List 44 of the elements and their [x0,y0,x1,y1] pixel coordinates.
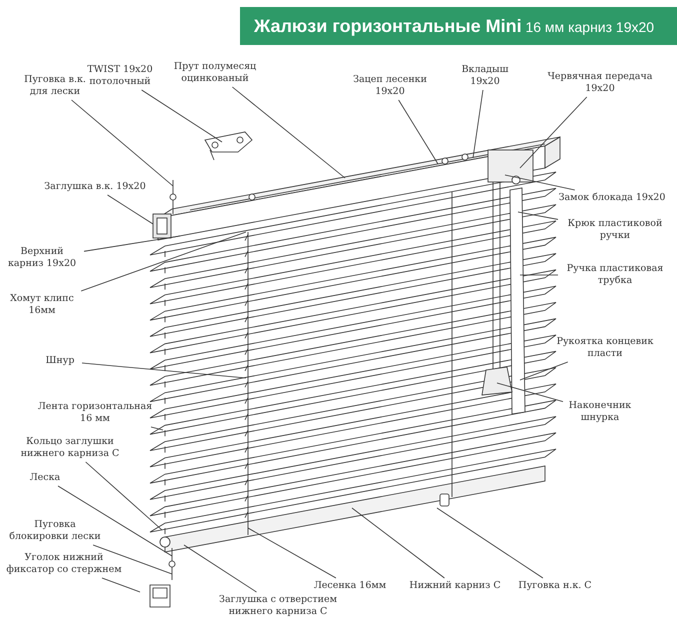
part-label: Леска [25,472,65,484]
part-label: Наконечник шнурка [565,400,635,424]
part-label: Крюк пластиковой ручки [560,218,670,242]
part-label: Замок блокада 19x20 [557,192,667,204]
leader-line [232,86,346,178]
part-label: Рукоятка концевик пласти [550,336,660,360]
part-label: Червячная передача 19x20 [540,71,660,95]
leader-line [520,96,588,168]
part-label: Лесенка 16мм [310,580,390,592]
leader-line [107,194,154,224]
part-label: Нижний карниз С [405,580,505,592]
part-label: Пуговка блокировки лески [5,519,105,543]
part-label: Уголок нижний фиксатор со стержнем [2,552,126,576]
part-label: Верхний карниз 19x20 [2,246,82,270]
leader-line [150,426,164,430]
leader-line [102,578,140,592]
part-label: Шнур [40,355,80,367]
leader-line [504,174,576,190]
part-label: Пуговка н.к. С [515,580,595,592]
leader-line [398,100,438,164]
leader-line [84,236,180,252]
part-label: Заглушка в.к. 19x20 [40,181,150,193]
leader-line [472,90,484,158]
part-label: Зацеп лесенки 19x20 [350,74,430,98]
leader-line [436,508,544,578]
title-banner: Жалюзи горизонтальные Mini 16 мм карниз 19x20 [240,7,677,45]
leader-line [352,508,445,578]
part-label: Прут полумесяц оцинкованый [160,61,270,85]
part-label: Ручка пластиковая трубка [560,263,670,287]
leader-line [248,528,336,578]
part-label: Вкладыш 19x20 [460,64,510,88]
leader-line [58,486,172,556]
part-label: Хомут клипс 16мм [2,293,82,317]
leader-line [71,100,174,186]
leader-line [141,90,222,142]
part-label: Заглушка с отверстием нижнего карниза С [218,594,338,618]
leader-line [184,544,257,592]
leader-line [82,362,246,378]
leader-line [80,232,246,292]
leader-line [85,462,162,530]
part-label: Кольцо заглушки нижнего карниза С [10,436,130,460]
leader-line [520,274,558,276]
leader-line [92,544,172,574]
part-label: Лента горизонтальная 16 мм [35,401,155,425]
